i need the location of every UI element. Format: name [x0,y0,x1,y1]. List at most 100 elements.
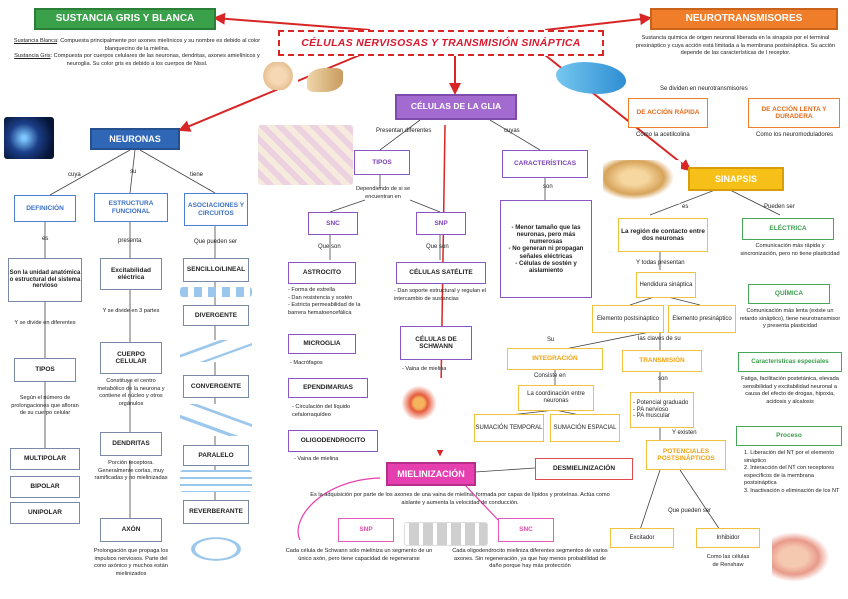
definicion-text-box: Son la unidad anatómica o estructural de… [8,258,82,302]
region-contacto-box: La región de contacto entre dos neuronas [618,218,708,252]
glia-snc-son-label: Que son [318,244,341,250]
dendritas-box: DENDRITAS [100,432,162,456]
glia-snp-box: SNP [416,212,466,235]
potenciales-pueden-label: Que pueden ser [668,508,712,514]
asociaciones-pueden-label: Que pueden ser [194,239,238,245]
page-title: CÉLULAS NERVISOSAS Y TRANSMISIÓN SINÁPTI… [278,30,604,56]
elemento-presinaptico-box: Elemento presináptico [668,305,736,333]
caracteristicas-especiales-box: Características especiales [738,352,842,372]
oligodendrocito-box: OLIGODENDROCITO [288,430,378,452]
caracteristicas-text-box: - Menor tamaño que las neuronas, pero má… [500,200,592,298]
integracion-consiste-label: Consiste en [534,373,566,379]
sustancia-text: Sustancia Blanca: Compuesta principalmen… [8,38,266,68]
synapse-potential-illustration-icon [772,522,844,592]
paralelo-box: PARALELO [183,445,249,466]
caracteristicas-box: CARACTERÍSTICAS [502,150,588,178]
caracteristicas-especiales-text: Fatiga, facilitación postetánica, elevad… [741,376,839,405]
microglia-box: MICROGLIA [288,334,356,354]
mielinizacion-snp-text: Cada célula de Schwann sólo mieliniza un… [285,548,433,562]
ependimarias-text: - Circulación del líquido cefalorraquíde… [292,404,351,418]
transmision-text-box: - Potencial graduado - PA nervioso - PA … [630,392,694,428]
mielinizacion-snp-box: SNP [338,518,394,542]
dendritas-text: Porción receptora. Generalmente cortas, … [94,460,168,482]
ependimarias-box: EPENDIMARIAS [288,378,368,398]
sustancia-header: SUSTANCIA GRIS Y BLANCA [34,8,216,30]
elemento-postsinaptico-box: Elemento postsináptico [592,305,664,333]
accion-rapida-box: DE ACCIÓN RÁPIDA [628,98,708,128]
renshaw-text: Como las células de Renshaw [706,554,750,568]
transmision-son-label: son [658,376,668,382]
bipolar-box: BIPOLAR [10,476,80,498]
glia-presentan-label: Presentan diferentes [376,128,432,134]
sustancia-blanca-term: Sustancia Blanca [13,38,58,44]
convergente-box: CONVERGENTE [183,375,249,398]
divergente-box: DIVERGENTE [183,305,249,326]
neurotransmisores-text: Sustancia química de origen neuronal lib… [635,35,836,57]
cuerpo-celular-box: CUERPO CELULAR [100,342,162,374]
synapse-illustration-icon [307,68,343,92]
coordinacion-box: La coordinación entre neuronas [518,385,594,411]
asociaciones-box: ASOCIACIONES Y CIRCUITOS [184,193,248,226]
sinapsis-pueden-label: Pueden ser [764,204,795,210]
divide-tres-label: Y se divide en 3 partes [102,308,160,314]
circuit-convergente-icon [180,404,252,436]
sinapsis-existen-label: Y existen [672,430,697,436]
accion-rapida-example: Como la acetilcolina [636,132,690,138]
myelin-axon-illustration-icon [404,522,488,546]
astrocito-box: ASTROCITO [288,262,356,284]
excitabilidad-box: Excitabilidad eléctrica [100,258,162,290]
glia-cells-illustration-icon [258,125,353,185]
definicion-box: DEFINICIÓN [14,195,76,222]
glia-cuyas-label: cuyas [504,128,520,134]
neuronas-header: NEURONAS [90,128,180,150]
tipos-neuronas-text: Según el número de prolongaciones que af… [11,395,79,417]
neuronas-link-su: su [130,169,137,175]
estructura-presenta-label: presenta [118,238,142,244]
mielinizacion-header: MIELINIZACIÓN [386,462,476,486]
accion-lenta-box: DE ACCIÓN LENTA Y DURADERA [748,98,840,128]
sencillo-lineal-box: SENCILLO/LINEAL [183,258,249,282]
definicion-es-label: es [42,236,49,242]
neurotransmisores-header: NEUROTRANSMISORES [650,8,838,30]
schwann-neuron-illustration-icon [398,378,468,450]
schwann-box: CÉLULAS DE SCHWANN [400,326,472,360]
integracion-box: INTEGRACIÓN [507,348,603,370]
circuit-paralelo-icon [180,470,252,492]
cuerpo-celular-text: Constituye el centro metabólico de la ne… [97,378,165,407]
excitador-box: Excitador [610,528,674,548]
proceso-box: Proceso [736,426,842,446]
sinapsis-claves-label: las claves de su [638,336,681,342]
sinapsis-su-label: Su [547,337,555,343]
desmielinizacion-box: DESMIELINIZACIÓN [535,458,633,480]
glia-tipos-box: TIPOS [354,150,410,175]
transmision-box: TRANSMISIÓN [622,350,702,372]
sinapsis-es-label: es [682,204,689,210]
hendidura-box: Hendidura sináptica [636,272,696,298]
glia-dependiendo-label: Dependiendo de si se encuentran en [355,186,411,200]
satelite-text: - Dan soporte estructural y regulan el i… [394,288,487,302]
microglia-text: - Macrófagos [290,360,323,366]
schwann-text: - Vaina de mielina [402,366,447,372]
neuronas-divide-label: Y se divide en diferentes [14,320,76,326]
caracteristicas-son-label: son [543,184,553,190]
synapse-photo-icon [603,160,681,204]
accion-lenta-example: Como los neuromoduladores [756,132,834,138]
mielinizacion-snc-text: Cada oligodendrocito mieliniza diferente… [452,548,608,570]
circuit-divergente-icon [180,340,252,362]
sumacion-temporal-box: SUMACIÓN TEMPORAL [474,414,544,442]
glia-snp-son-label: Que son [426,244,449,250]
proceso-text: 1. Liberación del NT por el elemento sin… [744,450,840,494]
circuit-reverberante-icon [180,532,252,566]
estructura-funcional-box: ESTRUCTURA FUNCIONAL [94,193,168,222]
neuronas-link-cuya: cuya [68,172,81,178]
mielinizacion-snc-box: SNC [498,518,554,542]
glia-header: CÉLULAS DE LA GLIA [395,94,517,120]
reverberante-box: REVERBERANTE [183,500,249,524]
quimica-box: QUÍMICA [748,284,830,304]
sustancia-gris-term: Sustancia Gris [14,53,51,60]
neuron-illustration-icon [258,62,298,90]
glia-snc-box: SNC [308,212,358,235]
circuit-lineal-icon [180,287,252,297]
unipolar-box: UNIPOLAR [10,502,80,524]
multipolar-box: MULTIPOLAR [10,448,80,470]
